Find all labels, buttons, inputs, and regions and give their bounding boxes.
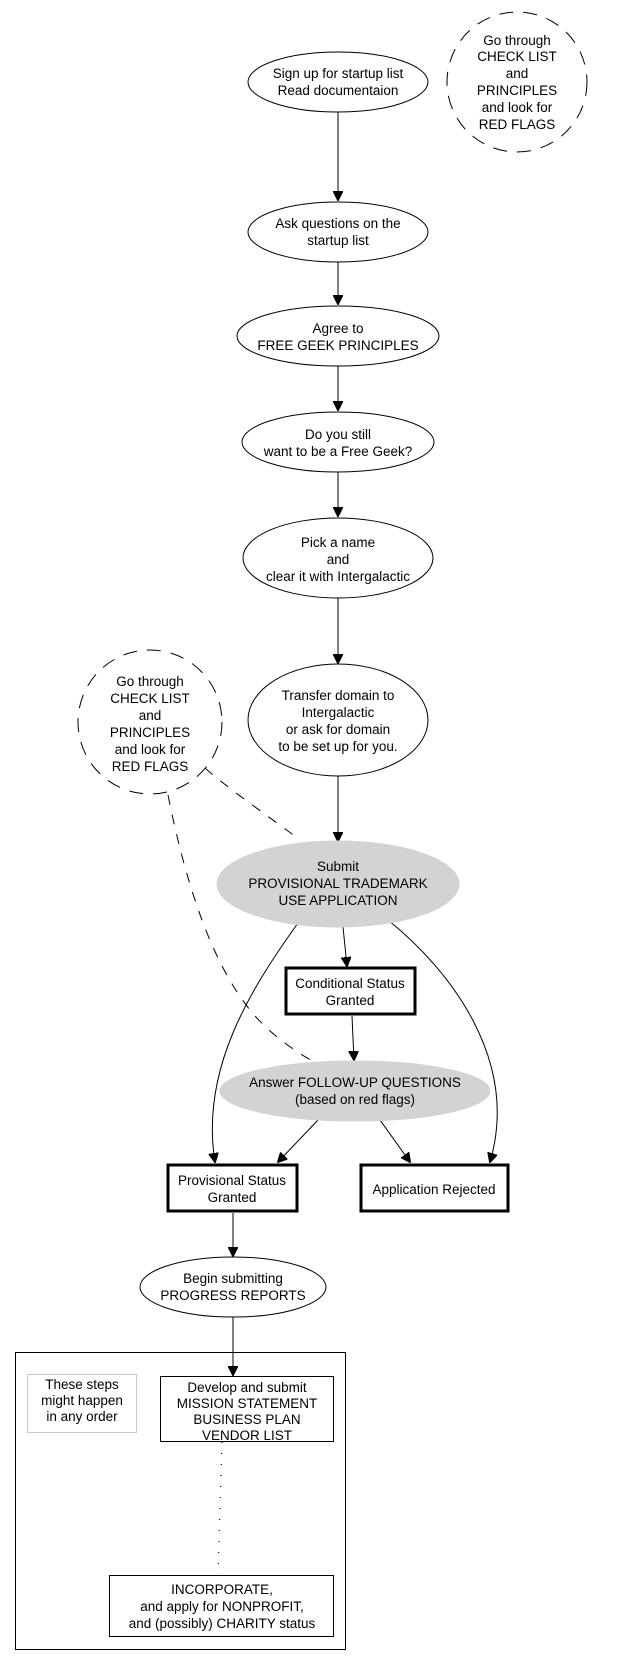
edge-followup-rejected <box>379 1119 410 1162</box>
node-incorporate: INCORPORATE, and apply for NONPROFIT, an… <box>109 1575 334 1637</box>
node-text: Intergalactic <box>302 705 375 720</box>
node-progress: Begin submitting PROGRESS REPORTS <box>139 1256 327 1318</box>
edge-submit-conditional <box>343 926 347 966</box>
node-text: or ask for domain <box>286 722 390 737</box>
node-text: INCORPORATE, <box>171 1582 273 1597</box>
node-text: might happen <box>41 1393 123 1408</box>
node-text: and <box>506 66 529 81</box>
node-rejected: Application Rejected <box>359 1163 510 1213</box>
node-text: Go through <box>116 674 184 689</box>
node-text: CHECK LIST <box>477 49 557 64</box>
node-text: and (possibly) CHARITY status <box>129 1616 316 1631</box>
edge-mission-incorporate <box>217 1441 223 1575</box>
node-mission: Develop and submit MISSION STATEMENT BUS… <box>160 1376 334 1443</box>
node-text: VENDOR LIST <box>202 1428 292 1443</box>
node-still: Do you still want to be a Free Geek? <box>241 411 435 473</box>
node-pickname: Pick a name and clear it with Intergalac… <box>242 517 434 599</box>
node-text: in any order <box>46 1409 118 1424</box>
edge-checklist-followup <box>167 794 321 1066</box>
node-text: Go through <box>483 33 551 48</box>
node-text: to be set up for you. <box>278 739 397 754</box>
node-text: PRINCIPLES <box>110 725 190 740</box>
node-text: Do you still <box>305 427 371 442</box>
edge-followup-provisional <box>278 1119 319 1162</box>
node-text: Answer FOLLOW-UP QUESTIONS <box>249 1075 461 1090</box>
node-text: Begin submitting <box>183 1271 283 1286</box>
node-agree: Agree to FREE GEEK PRINCIPLES <box>236 305 440 367</box>
node-text: FREE GEEK PRINCIPLES <box>257 338 418 353</box>
node-text: Ask questions on the <box>275 216 400 231</box>
node-text: (based on red flags) <box>295 1092 415 1107</box>
edge-submit-provisional <box>212 922 299 1162</box>
node-text: Agree to <box>312 321 363 336</box>
node-text: Sign up for startup list <box>273 66 404 81</box>
node-text: Pick a name <box>301 535 375 550</box>
node-text: BUSINESS PLAN <box>193 1412 300 1427</box>
node-text: and apply for NONPROFIT, <box>140 1599 304 1614</box>
edge-checklist-submit <box>204 767 301 841</box>
edge-conditional-followup <box>352 1015 354 1060</box>
node-text: USE APPLICATION <box>278 893 397 908</box>
edges <box>167 112 498 1575</box>
note-any-order: These steps might happen in any order <box>27 1374 137 1433</box>
node-followup: Answer FOLLOW-UP QUESTIONS (based on red… <box>219 1060 491 1122</box>
node-text: Granted <box>208 1190 257 1205</box>
node-text: PROGRESS REPORTS <box>160 1288 305 1303</box>
node-text: clear it with Intergalactic <box>266 569 410 584</box>
node-text: Submit <box>317 859 359 874</box>
node-text: and <box>327 552 350 567</box>
node-text: PROVISIONAL TRADEMARK <box>248 876 427 891</box>
node-transfer: Transfer domain to Intergalactic or ask … <box>247 663 429 777</box>
node-provisional: Provisional Status Granted <box>166 1163 299 1213</box>
node-text: want to be a Free Geek? <box>263 444 413 459</box>
node-ask: Ask questions on the startup list <box>247 201 429 263</box>
node-text: Develop and submit <box>187 1380 307 1395</box>
node-text: and <box>139 708 162 723</box>
node-text: PRINCIPLES <box>477 83 557 98</box>
node-text: Conditional Status <box>295 976 405 991</box>
node-submit: Submit PROVISIONAL TRADEMARK USE APPLICA… <box>216 840 460 928</box>
node-text: Read documentaion <box>278 83 399 98</box>
node-conditional: Conditional Status Granted <box>284 966 417 1016</box>
node-text: and look for <box>115 742 186 757</box>
node-text: Transfer domain to <box>282 688 395 703</box>
node-text: Application Rejected <box>372 1182 495 1197</box>
node-text: MISSION STATEMENT <box>177 1396 318 1411</box>
node-signup: Sign up for startup list Read documentai… <box>247 51 429 113</box>
node-text: RED FLAGS <box>112 759 189 774</box>
any-order-cluster <box>15 1352 346 1650</box>
node-text: RED FLAGS <box>479 117 556 132</box>
node-text: CHECK LIST <box>110 691 190 706</box>
node-checklist-top: Go through CHECK LIST and PRINCIPLES and… <box>446 11 588 153</box>
node-text: startup list <box>307 233 369 248</box>
node-text: These steps <box>45 1377 119 1392</box>
node-text: Provisional Status <box>178 1173 286 1188</box>
node-text: and look for <box>482 100 553 115</box>
node-checklist-left: Go through CHECK LIST and PRINCIPLES and… <box>77 649 223 795</box>
node-text: Granted <box>326 993 375 1008</box>
edge-submit-rejected <box>387 919 498 1162</box>
